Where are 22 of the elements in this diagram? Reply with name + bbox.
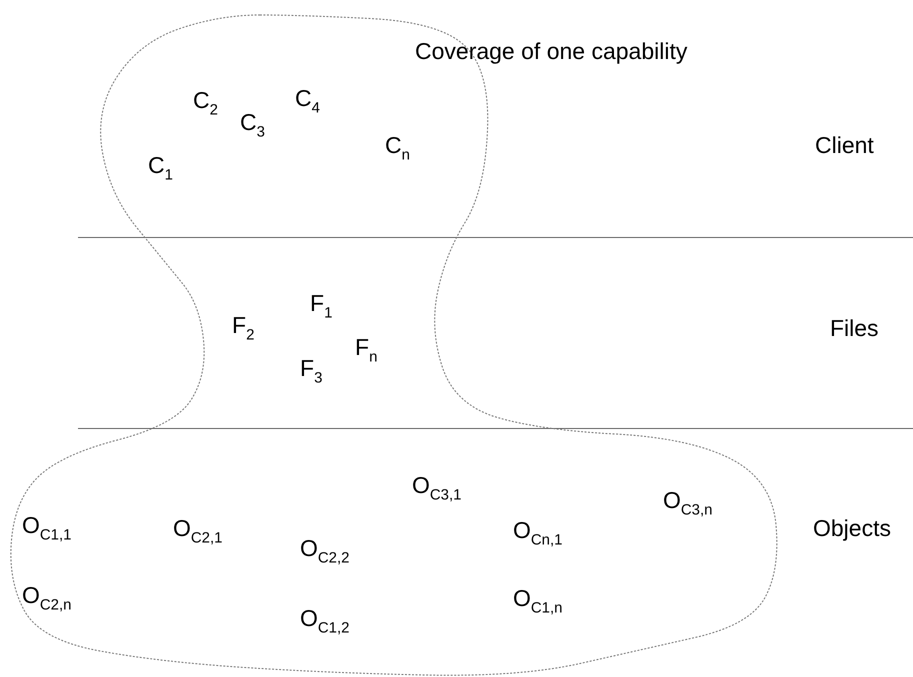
element-label: O$_{C2,n}$ [22,583,72,614]
element-label: C$_{2}$ [193,88,218,120]
element-label: F$_{1}$ [310,291,332,322]
element-label: F$_{n}$ [355,335,378,366]
element-label: C$_{4}$ [295,86,320,118]
element-label: O$_{C3,1}$ [412,473,462,504]
element-label: C$_{1}$ [148,153,173,184]
element-label: C$_{3}$ [240,110,265,142]
element-label: O$_{C1,2}$ [300,606,350,638]
element-label: F$_{2}$ [232,313,254,344]
layer-label: Files [830,316,879,342]
element-label: O$_{C3,n}$ [663,488,712,520]
element-label: O$_{C1,1}$ [22,513,72,544]
layer-label: Client [815,133,874,158]
element-label: O$_{C2,1}$ [173,516,222,548]
element-label: F$_{3}$ [300,356,322,388]
element-label: O$_{Cn,1}$ [513,518,562,550]
element-label: O$_{C1,n}$ [513,586,562,618]
layer-label: Objects [813,516,891,542]
element-label: O$_{C2,2}$ [300,536,350,568]
region-heading: Coverage of one capability [415,38,688,65]
element-label: C$_{n}$ [385,133,410,164]
